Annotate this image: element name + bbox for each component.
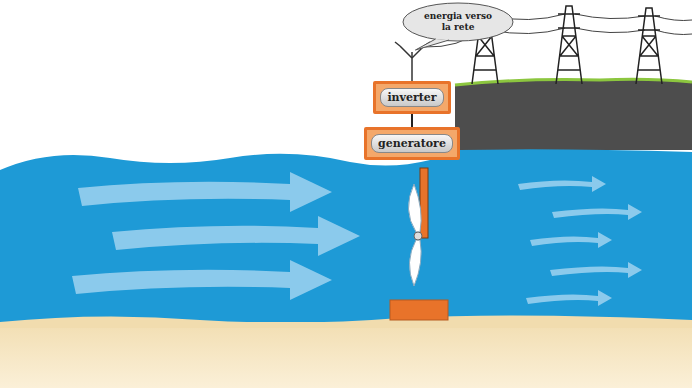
sea — [0, 149, 692, 322]
connector — [412, 114, 413, 127]
grass — [455, 79, 692, 85]
seabed-edge — [0, 315, 692, 328]
turbine-rotor — [408, 184, 422, 286]
weak-current-arrows — [518, 176, 642, 306]
current-arrows — [72, 172, 360, 300]
generator-box: generatore — [364, 127, 460, 160]
land — [455, 79, 692, 150]
speech-bubble: energia verso la rete — [402, 2, 514, 42]
foundation — [390, 300, 448, 320]
inverter-box: inverter — [373, 81, 451, 114]
connection-mast — [395, 42, 430, 82]
seabed — [0, 315, 692, 388]
component-label: inverter — [380, 88, 443, 107]
bubble-label: energia verso la rete — [421, 11, 495, 33]
turbine-shaft — [420, 168, 428, 238]
component-label: generatore — [371, 134, 453, 153]
